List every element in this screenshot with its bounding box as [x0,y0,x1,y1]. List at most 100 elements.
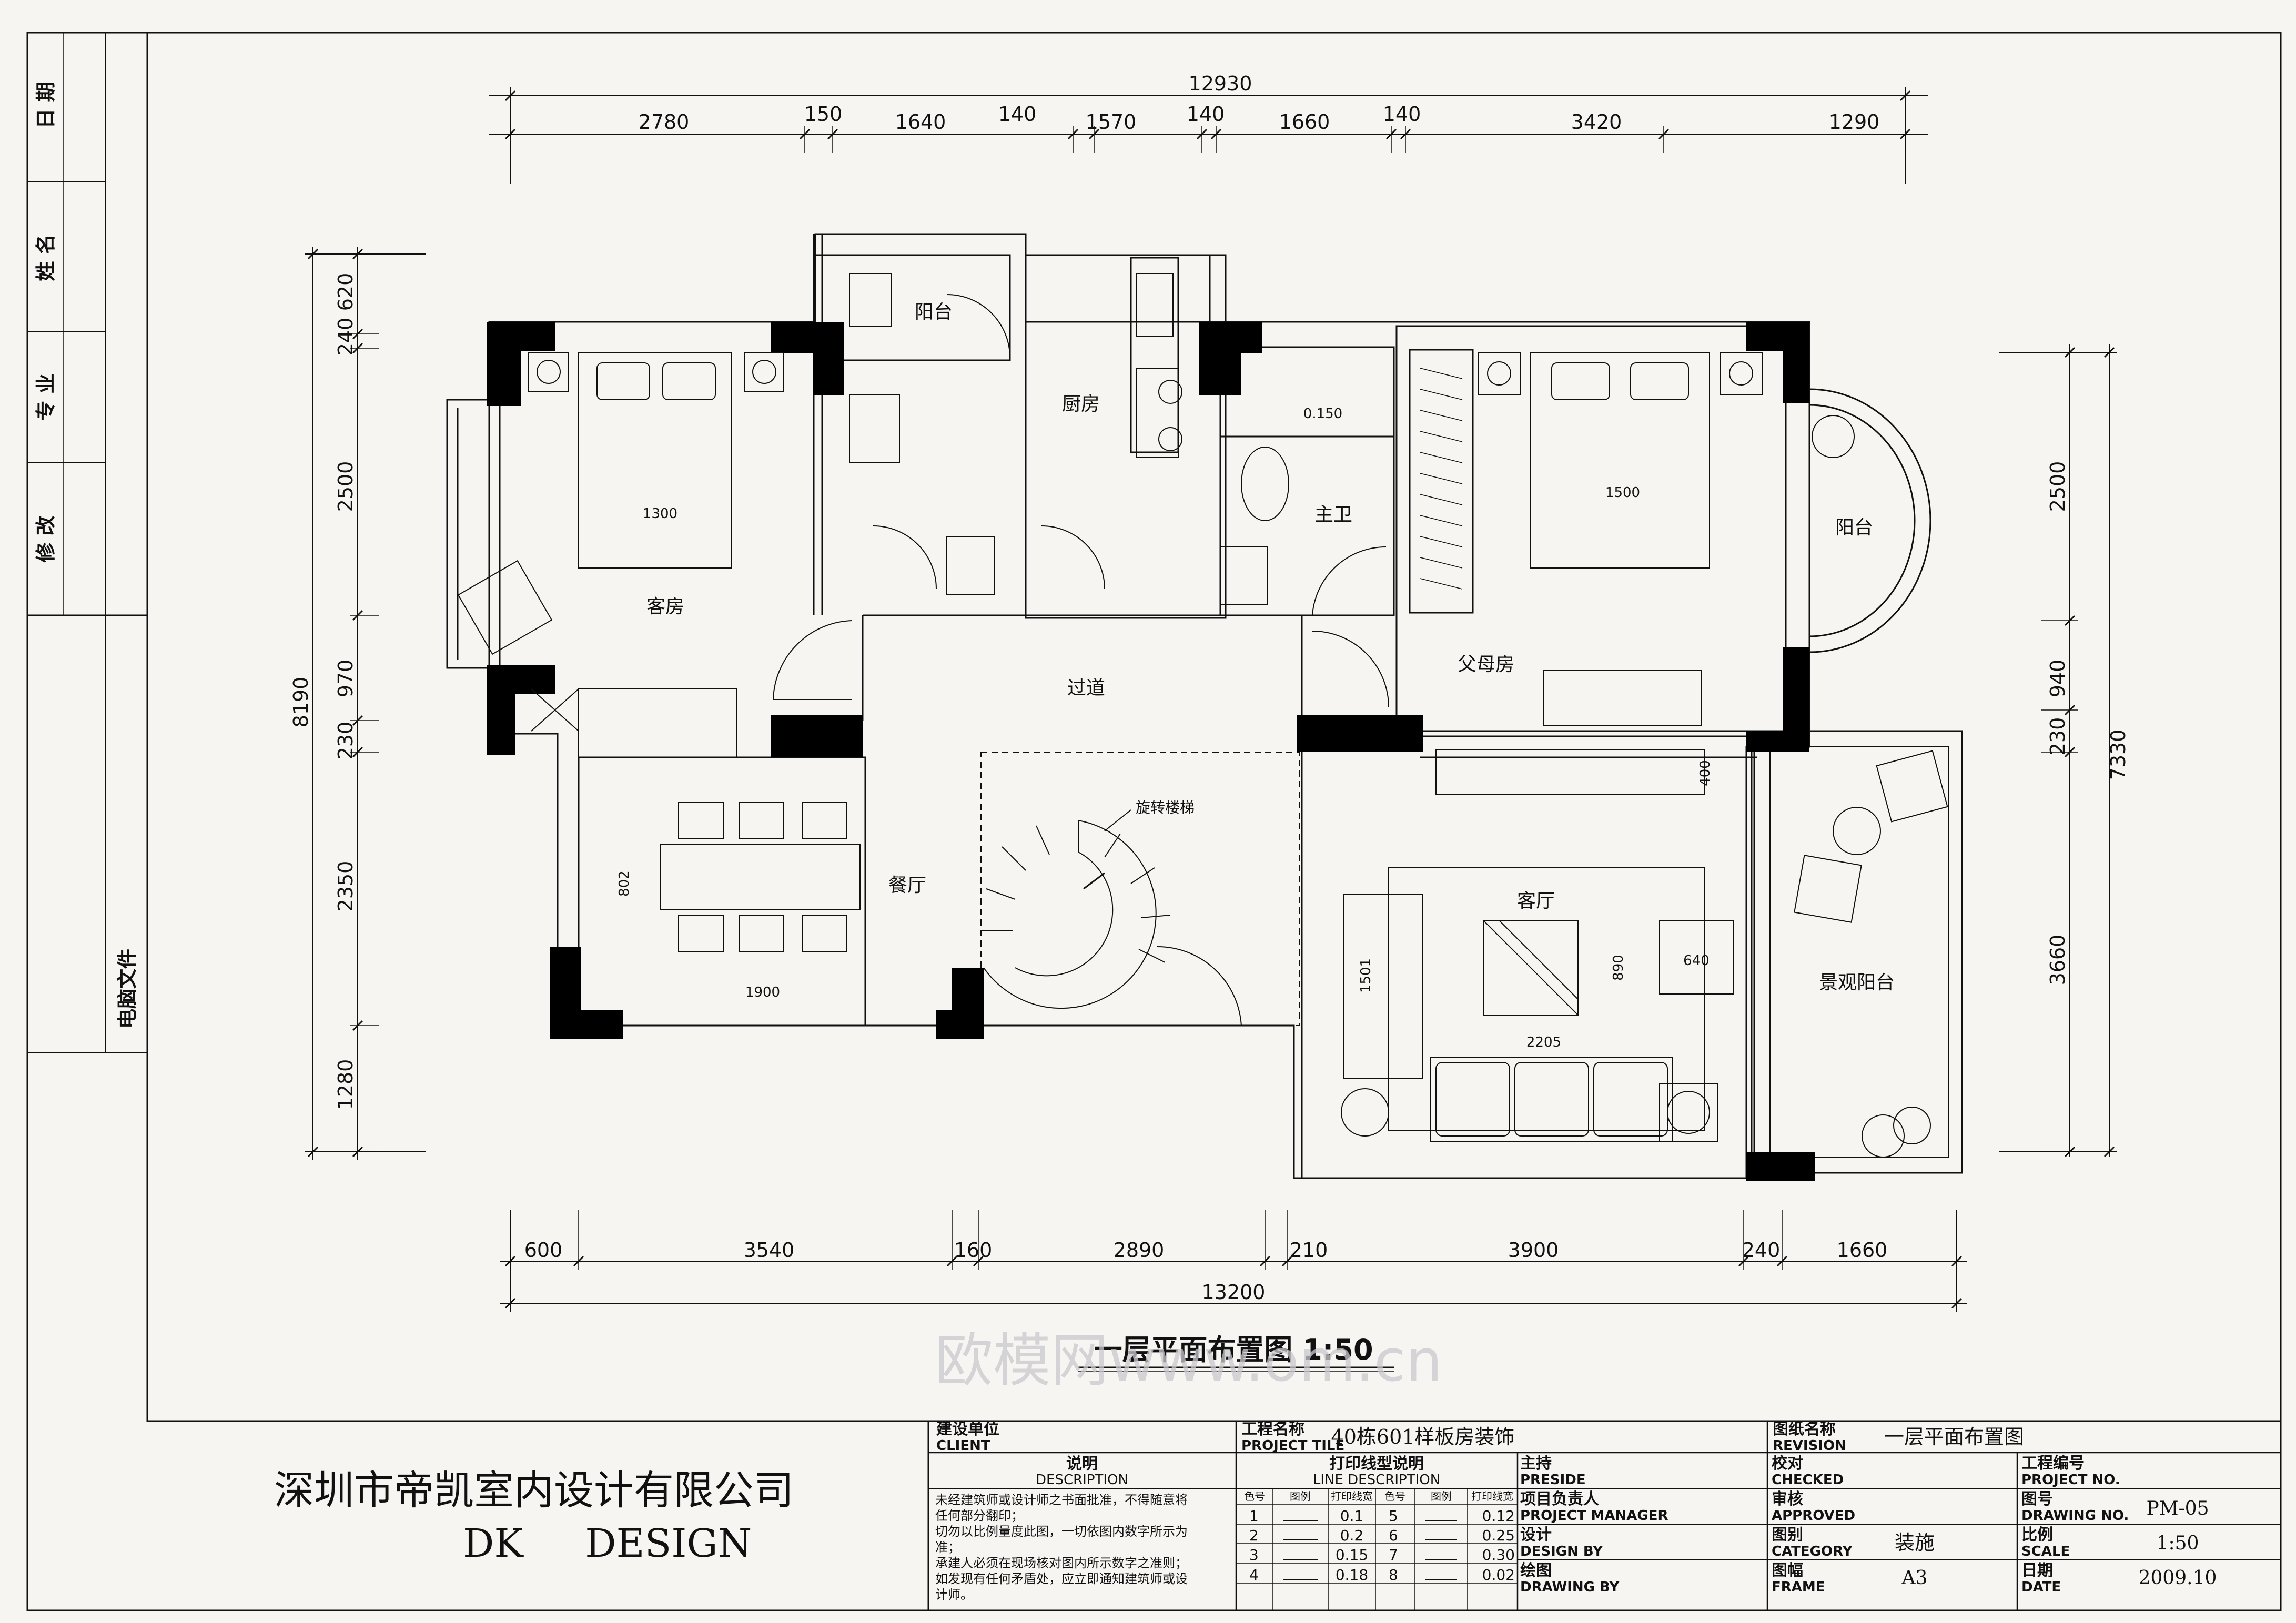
scale-value: 1:50 [2157,1533,2199,1554]
line-row-width: 0.02 [1482,1566,1515,1584]
line-row-color: 3 [1249,1546,1259,1564]
dim-left: 970 [334,660,357,698]
dining-table [660,844,861,910]
dim-left: 230 [334,722,357,760]
dim-tick-mark [1196,128,1208,140]
dim-bottom: 3540 [744,1239,795,1262]
dimension-labels: 12930 2780 150 1640 140 1570 140 1660 14… [289,72,2130,1304]
line-row-width: 0.2 [1340,1527,1364,1544]
dim-tick-mark [2103,1146,2115,1158]
dim-tick-mark [1385,128,1397,140]
dim-tick-mark [973,1255,984,1267]
drawing-by-cn: 绘图 [1520,1561,1552,1580]
line-row-color: 6 [1389,1527,1398,1544]
dim-top: 140 [998,103,1037,126]
project-title-value: 40栋601样板房装饰 [1331,1425,1515,1448]
side-label-major: 专 业 [34,373,57,420]
project-no-en: PROJECT NO. [2021,1472,2120,1488]
dim-top: 140 [1383,103,1421,126]
line-row-color: 8 [1389,1566,1398,1584]
checked-cn: 校对 [1772,1454,1803,1473]
room-view-balcony: 景观阳台 [1819,972,1895,993]
dim-bottom: 2890 [1114,1239,1165,1262]
spiral-stair [981,809,1171,1009]
dim-tick-mark [2064,704,2076,716]
dim-tick-mark [504,128,516,140]
dim-tick-mark [352,328,363,340]
dim-left: 2500 [334,461,357,512]
drawing-no-en: DRAWING NO. [2021,1508,2129,1524]
revision-value: 一层平面布置图 [1884,1425,2024,1448]
dim-shelf: 0.150 [1303,406,1342,422]
scale-en: SCALE [2021,1544,2070,1559]
dim-tick-mark [573,1255,584,1267]
dim-top: 1640 [895,110,946,134]
project-no-cn: 工程编号 [2021,1454,2085,1473]
dim-top: 140 [1187,103,1225,126]
dim-tick-mark [2064,1146,2076,1158]
drawing-title: 一层平面布置图 1:50 [1094,1333,1373,1366]
revision-en: REVISION [1773,1438,1846,1454]
client-en: CLIENT [936,1438,990,1454]
scale-cn: 比例 [2021,1526,2053,1544]
dim-coffee-depth: 890 [1611,955,1626,981]
dim-left: 2350 [334,861,357,912]
line-header: 色号 [1384,1490,1405,1503]
furniture-dims: 1300 1500 802 1900 1501 2205 890 640 400… [616,406,1713,1050]
dim-tick-mark [352,342,363,354]
line-row-width: 0.15 [1336,1546,1368,1564]
design-cn: 设计 [1520,1526,1552,1544]
client-cn: 建设单位 [936,1420,999,1438]
dim-tick-mark [2103,347,2115,358]
dim-tick-mark [352,715,363,726]
dim-table-length: 1900 [745,985,780,1000]
dim-tick-mark [307,248,319,260]
guest-bed [578,352,732,569]
room-spiral-stair: 旋转楼梯 [1136,799,1195,816]
dim-top: 3420 [1571,110,1622,134]
revision-cn: 图纸名称 [1773,1420,1836,1438]
dim-tick-mark [352,1020,363,1031]
dim-tick-mark [1738,1255,1749,1267]
dim-top: 1290 [1829,110,1880,134]
frame-value: A3 [1901,1567,1928,1589]
dim-sofa-long: 2205 [1526,1034,1561,1050]
manager-cn: 项目负责人 [1520,1490,1599,1508]
dim-top: 1570 [1086,110,1137,134]
side-label-name: 姓 名 [34,234,57,281]
dim-bottom: 240 [1742,1239,1781,1262]
room-kitchen: 厨房 [1062,393,1100,415]
dim-tick-mark [504,90,516,102]
approved-en: APPROVED [1772,1508,1855,1524]
dim-top: 2780 [639,110,690,134]
dim-tick-mark [799,128,811,140]
description-cn: 说明 [1066,1455,1098,1473]
description-line: 计师。 [935,1587,973,1602]
description-line: 承建人必须在现场核对图内所示数字之准则； [935,1556,1188,1570]
checked-en: CHECKED [1772,1472,1844,1488]
line-header: 图例 [1431,1490,1452,1503]
dim-tick-mark [1951,1297,1963,1309]
dim-tick-mark [352,248,363,260]
watermark: 欧模网www.om.cn [935,1327,1442,1394]
dim-bottom: 160 [954,1239,993,1262]
dim-left: 620 [334,273,357,311]
dim-top-total: 12930 [1189,72,1252,95]
company-name-en: DK DESIGN [463,1521,752,1566]
date-value: 2009.10 [2139,1567,2217,1589]
drawing-no-value: PM-05 [2146,1498,2209,1519]
line-row-color: 5 [1389,1507,1398,1525]
dim-tick-mark [1658,128,1670,140]
dim-left: 240 [334,318,357,356]
furniture [457,273,1948,1158]
line-desc-en: LINE DESCRIPTION [1313,1472,1440,1488]
room-master-bath: 主卫 [1314,504,1352,525]
dim-tick-mark [1899,90,1911,102]
dim-bottom: 1660 [1837,1239,1888,1262]
dim-tick-mark [504,1297,516,1309]
preside-en: PRESIDE [1520,1472,1586,1488]
line-header: 打印线宽 [1331,1490,1373,1503]
dim-bottom: 600 [524,1239,563,1262]
room-balcony-small: 阳台 [915,301,953,323]
